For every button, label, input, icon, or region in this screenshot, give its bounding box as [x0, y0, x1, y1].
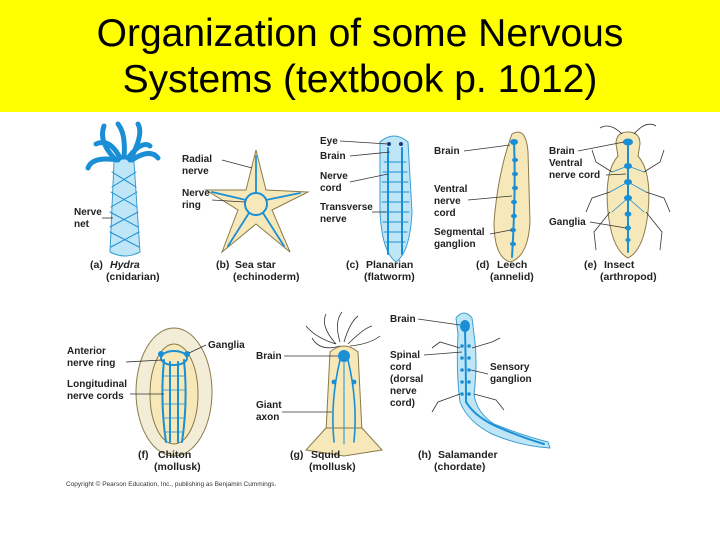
nervous-systems-figure: Nerve net (a) Hydra (cnidarian) Radial n… — [66, 121, 671, 488]
label-ganglion-d: ganglion — [434, 239, 476, 250]
label-cord-h: cord — [390, 362, 412, 373]
label-brain-c: Brain — [320, 151, 346, 162]
squid-drawing — [305, 311, 383, 457]
panel-chiton: Anterior nerve ring Longitudinal nerve c… — [67, 327, 245, 473]
leader-spinal-cord — [423, 351, 463, 356]
title-bar: Organization of some Nervous Systems (te… — [0, 0, 720, 112]
label-nerve-h: nerve — [390, 386, 417, 397]
caption-group-arthropod: (arthropod) — [600, 271, 657, 283]
label-nerve: Nerve — [74, 207, 102, 218]
caption-name-hydra: Hydra — [110, 259, 140, 271]
label-nerve-ring-f: nerve ring — [67, 358, 115, 369]
leader-ganglia-e — [589, 221, 627, 229]
label-net: net — [74, 219, 90, 230]
caption-group-echinoderm: (echinoderm) — [233, 271, 300, 283]
leech-drawing — [493, 131, 531, 263]
label-cord-c: cord — [320, 183, 342, 194]
panel-insect: Brain Ventral nerve cord Ganglia (e) Ins… — [549, 123, 671, 283]
label-nerve-cord-e: nerve cord — [549, 170, 600, 181]
caption-letter-e: (e) — [584, 259, 597, 271]
label-ring: ring — [182, 200, 201, 211]
slide-title-line-1: Organization of some Nervous — [96, 12, 624, 55]
leader-ganglia-f — [188, 344, 207, 354]
caption-name-insect: Insect — [604, 259, 635, 271]
label-radial: Radial — [182, 154, 212, 165]
panel-salamander: Brain Spinal cord (dorsal nerve cord) Se… — [390, 312, 551, 473]
caption-name-sea-star: Sea star — [235, 259, 276, 271]
label-ventral-d: Ventral — [434, 184, 468, 195]
caption-group-mollusk-g: (mollusk) — [309, 461, 356, 473]
leader-nerve-cord-c — [349, 173, 389, 183]
caption-group-mollusk-f: (mollusk) — [154, 461, 201, 473]
label-dorsal: (dorsal — [390, 374, 424, 385]
label-nerve-transverse: nerve — [320, 214, 347, 225]
label-brain-e: Brain — [549, 146, 575, 157]
caption-name-chiton: Chiton — [158, 449, 191, 461]
hydra-drawing — [85, 121, 161, 257]
caption-letter-a: (a) — [90, 259, 103, 271]
label-ganglia-f: Ganglia — [208, 340, 245, 351]
label-spinal: Spinal — [390, 350, 420, 361]
label-longitudinal: Longitudinal — [67, 379, 127, 390]
label-ganglion-h: ganglion — [490, 374, 532, 385]
leader-brain-c — [349, 151, 391, 157]
label-nerve-radial: nerve — [182, 166, 209, 177]
caption-letter-g: (g) — [290, 449, 303, 461]
caption-name-salamander: Salamander — [438, 449, 498, 461]
leader-brain-h — [417, 318, 461, 326]
leader-ventral-nerve-cord-e — [605, 173, 627, 176]
caption-group-annelid: (annelid) — [490, 271, 534, 283]
leader-anterior-nerve-ring — [125, 359, 163, 363]
caption-name-leech: Leech — [497, 259, 527, 271]
insect-drawing — [585, 123, 671, 259]
label-brain-h: Brain — [390, 314, 416, 325]
panel-planarian: Eye Brain Nerve cord Transverse nerve (c… — [320, 135, 415, 283]
leader-nerve-ring — [211, 199, 246, 203]
planarian-drawing — [379, 135, 413, 263]
label-eye: Eye — [320, 136, 338, 147]
leader-sensory-ganglion — [470, 369, 489, 375]
leader-ventral-nerve-cord — [467, 195, 513, 201]
label-nerve-ring-1: Nerve — [182, 188, 210, 199]
caption-group-cnidarian: (cnidarian) — [106, 271, 160, 283]
leader-radial-nerve — [221, 159, 253, 169]
leader-segmental-ganglion — [489, 229, 512, 235]
panel-leech: Brain Ventral nerve cord Segmental gangl… — [434, 131, 534, 283]
label-brain-g: Brain — [256, 351, 282, 362]
label-cord-d: cord — [434, 208, 456, 219]
panel-sea-star: Radial nerve Nerve ring (b) Sea star (ec… — [182, 149, 310, 283]
slide-title-line-2: Systems (textbook p. 1012) — [122, 58, 598, 101]
panel-squid: Brain Giant axon (g) Squid (mollusk) — [256, 311, 383, 473]
label-ganglia-e: Ganglia — [549, 217, 586, 228]
salamander-drawing — [431, 312, 551, 449]
leader-eye — [339, 140, 389, 145]
caption-letter-c: (c) — [346, 259, 359, 271]
leader-brain-e — [577, 141, 625, 152]
sea-star-drawing — [204, 149, 310, 254]
label-brain-d: Brain — [434, 146, 460, 157]
caption-letter-f: (f) — [138, 449, 149, 461]
label-anterior: Anterior — [67, 346, 106, 357]
label-segmental: Segmental — [434, 227, 485, 238]
caption-letter-b: (b) — [216, 259, 229, 271]
label-cord-close-h: cord) — [390, 398, 415, 409]
caption-group-chordate: (chordate) — [434, 461, 485, 473]
copyright-notice: Copyright © Pearson Education, Inc., pub… — [66, 480, 277, 488]
label-sensory: Sensory — [490, 362, 530, 373]
caption-name-squid: Squid — [311, 449, 340, 461]
caption-letter-h: (h) — [418, 449, 431, 461]
label-nerve-d: nerve — [434, 196, 461, 207]
label-axon: axon — [256, 412, 279, 423]
caption-name-planarian: Planarian — [366, 259, 413, 271]
panel-hydra: Nerve net (a) Hydra (cnidarian) — [74, 121, 161, 283]
label-transverse: Transverse — [320, 202, 373, 213]
label-giant: Giant — [256, 400, 282, 411]
label-nerve-c: Nerve — [320, 171, 348, 182]
leader-brain-d — [463, 144, 511, 152]
caption-group-flatworm: (flatworm) — [364, 271, 415, 283]
label-nerve-cords-f: nerve cords — [67, 391, 124, 402]
label-ventral-e: Ventral — [549, 158, 583, 169]
caption-letter-d: (d) — [476, 259, 489, 271]
